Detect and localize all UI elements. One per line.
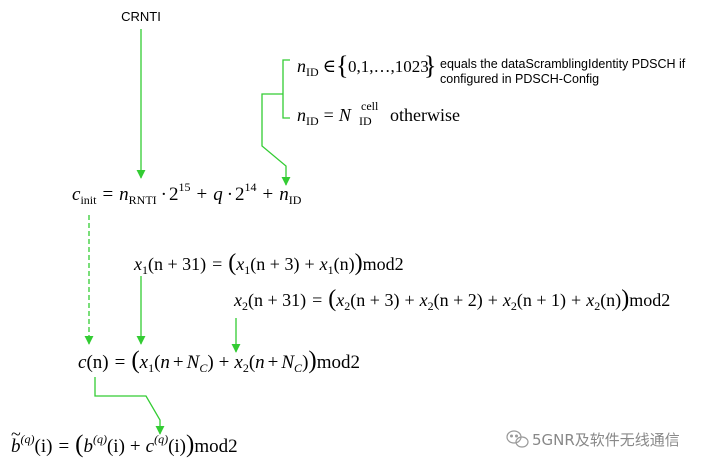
x2-recurrence: x2(n + 31)=(x2(n + 3)+x2(n + 2)+x2(n + 1… [233,286,670,313]
otherwise-label: otherwise [390,105,460,125]
scrambled-bits-equation: ~ b(q)(i)=(b(q)(i)+c(q)(i))mod2 [11,424,238,458]
c-init-equation: cinit=nRNTI·215+q·214+nID [72,180,302,207]
n-id-range-close-brace: } [424,51,436,80]
n-id-range-open-brace: { [336,51,348,80]
watermark-text: 5GNR及软件无线通信 [532,431,680,449]
equals-note-line1: equals the dataScramblingIdentity PDSCH … [440,57,686,71]
bracket-to-n-id-arrow [261,93,291,186]
n-id-bracket [282,59,290,119]
n-id-cell-lhs: nID=N [297,105,352,128]
n-id-range-lhs: nID∈ [297,56,336,79]
n-id-range-equation: nID∈ { 0,1,…,1023 } [297,51,436,80]
connectors [84,29,291,435]
n-id-cell-subscript: ID [359,114,372,128]
b-tilde-equation: b(q)(i)=(b(q)(i)+c(q)(i))mod2 [11,431,238,458]
crnti-label: CRNTI [121,9,161,24]
b-tilde-mark: ~ [11,424,21,444]
c-n-to-c-q-arrow [94,377,165,435]
equals-note-line2: configured in PDSCH-Config [440,72,599,86]
n-id-cell-equation: nID=N cell ID otherwise [297,99,460,128]
x1-recurrence: x1(n + 31)=(x1(n + 3)+x1(n))mod2 [133,250,404,277]
n-id-cell-superscript: cell [361,99,379,113]
wechat-icon [506,430,529,448]
watermark: 5GNR及软件无线通信 [506,430,680,449]
n-id-range-values: 0,1,…,1023 [348,57,429,76]
c-n-equation: c(n)=(x1(n+NC)+x2(n+NC))mod2 [78,347,360,375]
